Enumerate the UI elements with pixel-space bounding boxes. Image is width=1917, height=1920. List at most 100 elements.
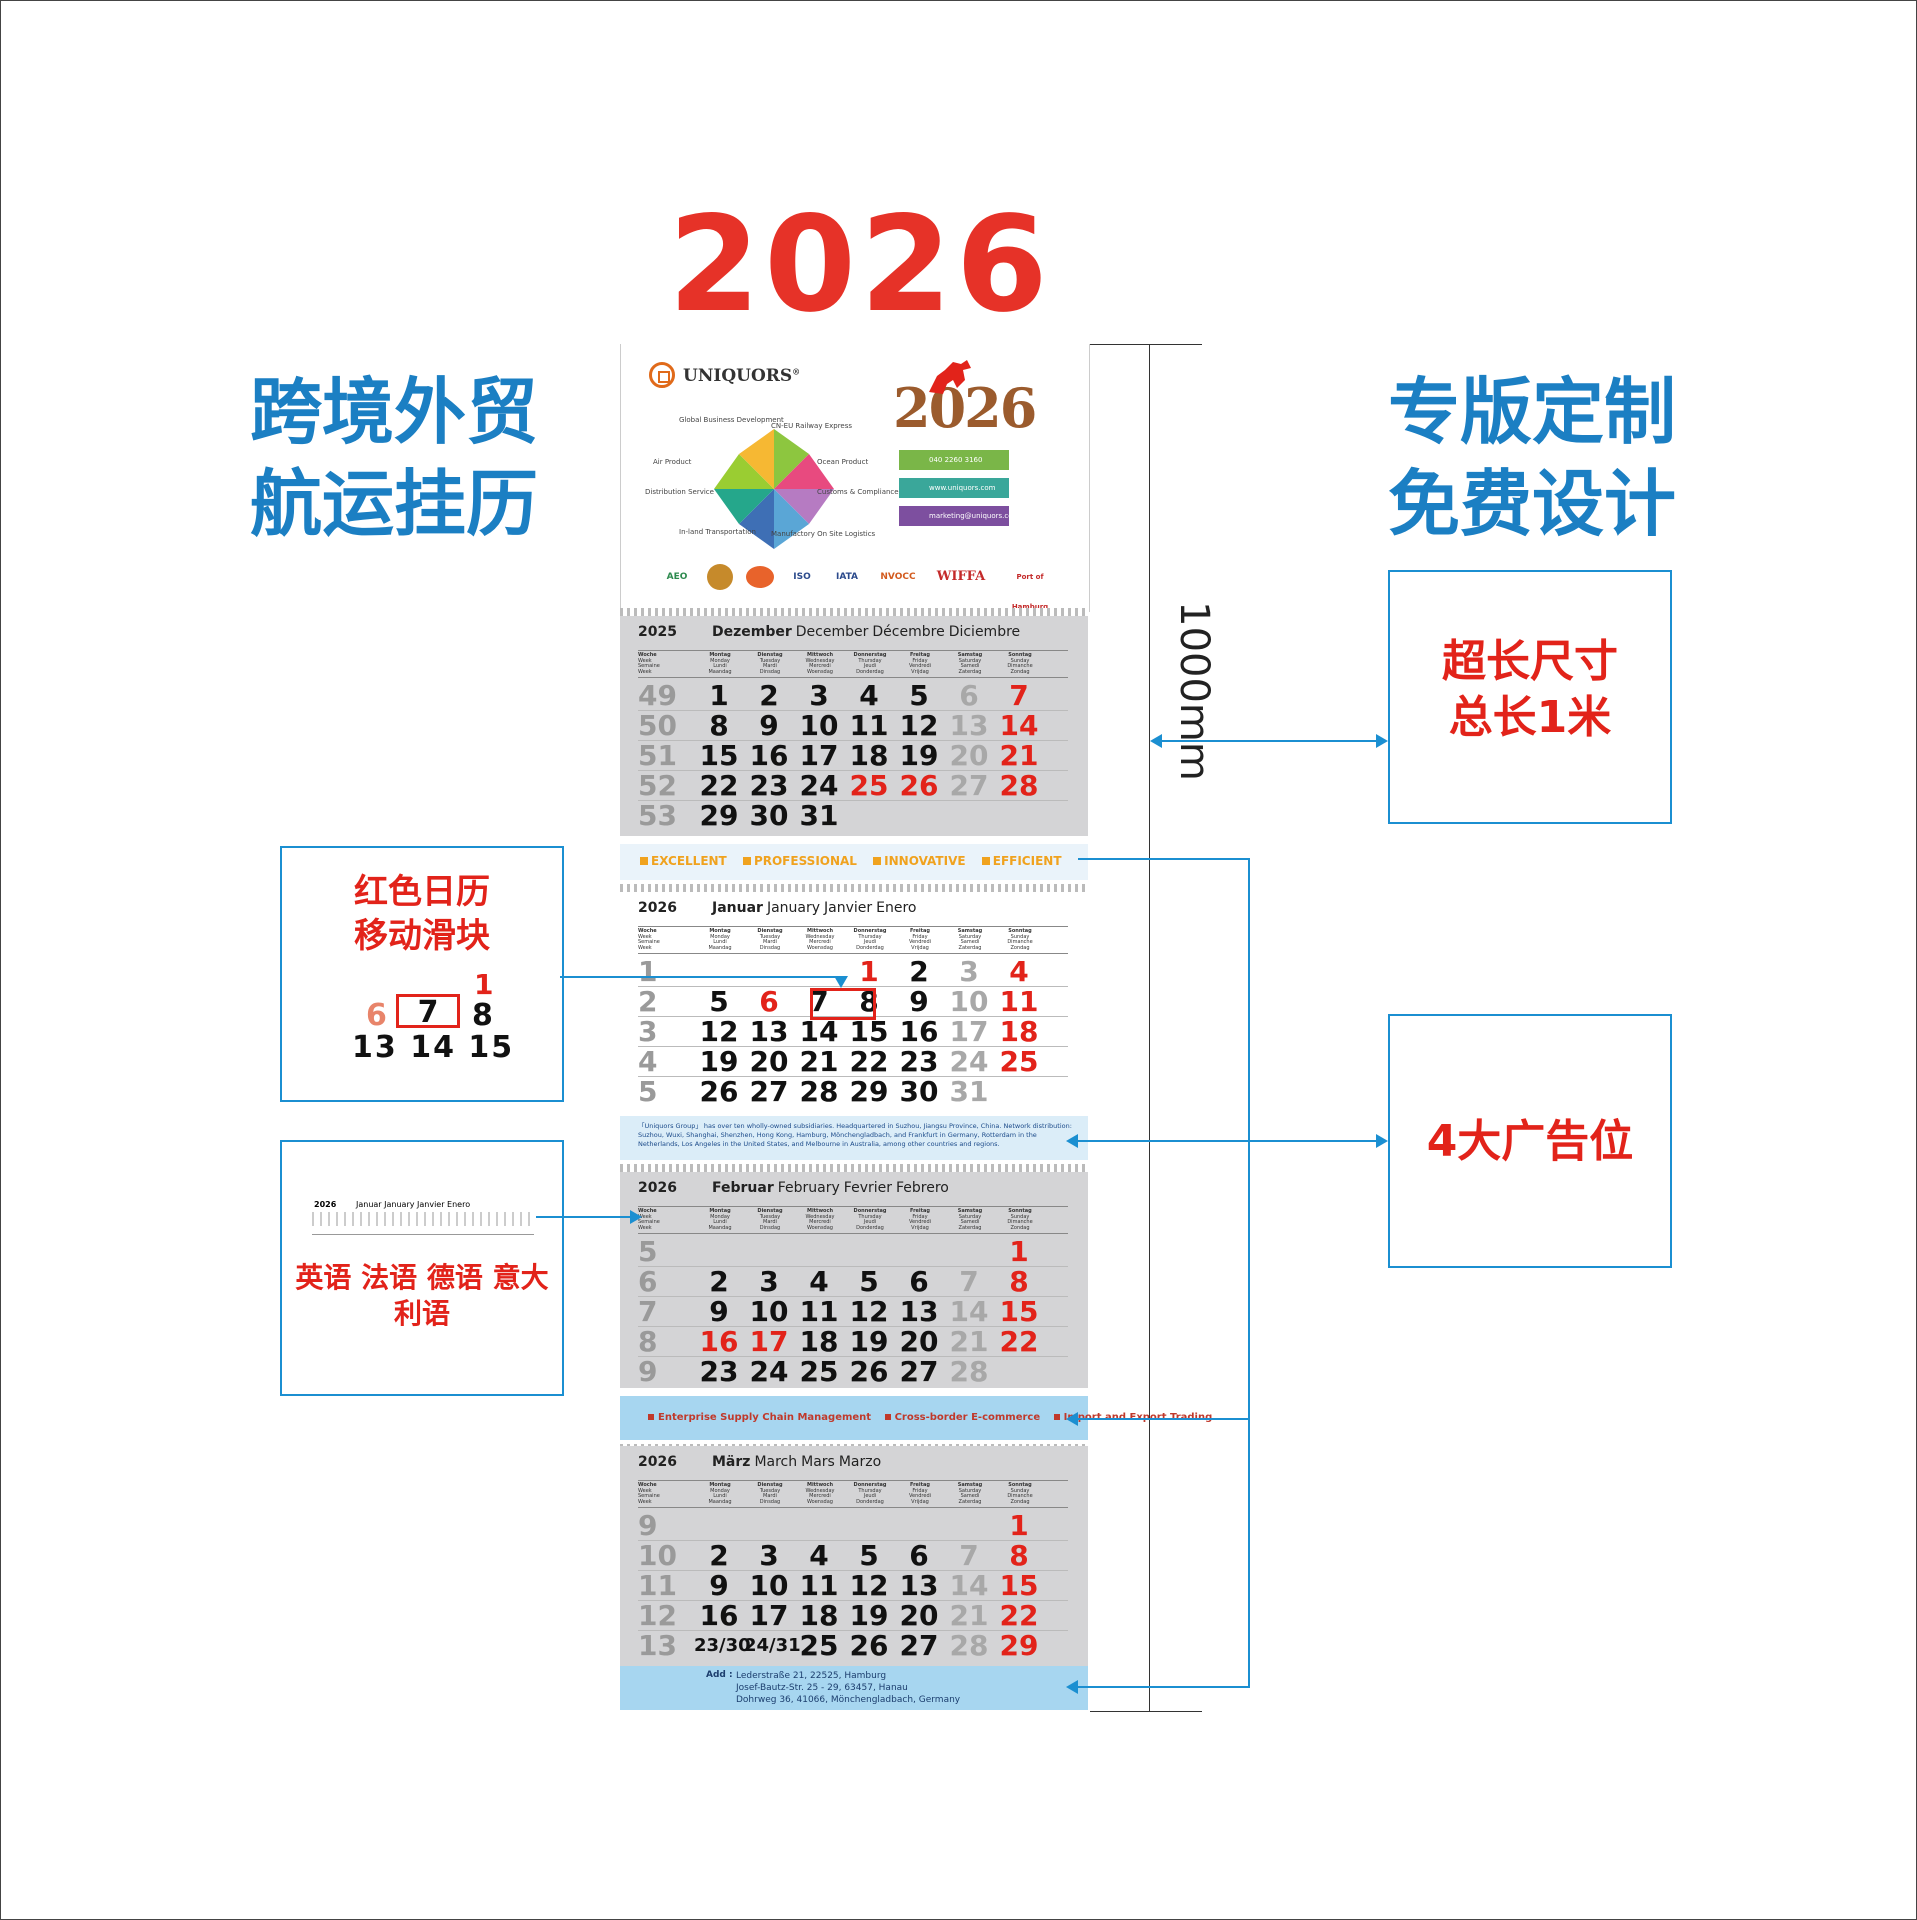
callout-ads-text: 4大广告位 <box>1426 1116 1634 1167</box>
red-slider-marker[interactable] <box>810 988 876 1020</box>
week-number: 12 <box>638 1599 677 1632</box>
day-cell: 2 <box>759 679 779 712</box>
contact-email: marketing@uniquors.com <box>899 506 1019 526</box>
day-cell <box>944 1236 994 1266</box>
day-cell <box>844 1236 894 1266</box>
day-cell: 17 <box>949 1015 989 1048</box>
month-name: Januar <box>712 900 763 916</box>
service-item: Import and Export Trading <box>1064 1412 1213 1423</box>
address-line: Dohrweg 36, 41066, Mönchengladbach, Germ… <box>736 1695 961 1705</box>
day-cell: 23 <box>899 1045 939 1078</box>
day-cell: 7 <box>809 985 829 1018</box>
day-cell: 20 <box>749 1045 789 1078</box>
right-heading: 专版定制 免费设计 <box>1388 366 1676 550</box>
day-cell: 4 <box>859 679 879 712</box>
arrow-down-icon <box>834 976 848 988</box>
day-cell: 21 <box>999 739 1039 772</box>
day-cell: 21 <box>949 1325 989 1358</box>
month-year: 2026 <box>638 1454 677 1470</box>
day-cell: 12 <box>849 1569 889 1602</box>
day-cell: 1 <box>709 679 729 712</box>
callout-languages-text: 英语 法语 德语 意大利语 <box>295 1261 549 1330</box>
ad-strip-address: Add : Lederstraße 21, 22525, Hamburg Jos… <box>620 1666 1088 1710</box>
day-cell <box>744 1510 794 1540</box>
arrow-length <box>1160 740 1378 742</box>
day-cell <box>844 1510 894 1540</box>
arrow-right-icon <box>630 1210 642 1224</box>
day-cell: 24 <box>749 1355 789 1388</box>
day-cell: 14 <box>799 1015 839 1048</box>
day-cell: 4 <box>809 1539 829 1572</box>
chamber-seal-icon <box>743 562 777 592</box>
day-cell: 8 <box>709 709 729 742</box>
day-cell: 9 <box>909 985 929 1018</box>
certification-logos: AEO ISO IATA NVOCC WIFFA Port of Hamburg <box>657 562 1067 611</box>
ad-pointer-1 <box>1078 858 1250 860</box>
left-heading-line: 航运挂历 <box>250 462 539 546</box>
wheel-label: Air Product <box>653 458 692 466</box>
value-item: EXCELLENT <box>651 854 727 868</box>
week-number: 49 <box>638 679 677 712</box>
day-cell <box>844 800 894 830</box>
spiral-binding <box>620 884 1088 892</box>
day-cell: 22 <box>699 769 739 802</box>
month-year: 2026 <box>638 1180 677 1196</box>
day-cell: 12 <box>699 1015 739 1048</box>
day-cell: 14 <box>999 709 1039 742</box>
day-cell: 15 <box>999 1569 1039 1602</box>
day-cell: 30 <box>899 1075 939 1108</box>
arrow-left-icon <box>1066 1134 1078 1148</box>
service-item: Cross-border E-commerce <box>894 1412 1041 1423</box>
day-cell: 9 <box>709 1295 729 1328</box>
wall-calendar: UNIQUORS® 2026 Global Business Developme… <box>620 344 1212 1712</box>
day-cell: 15 <box>699 739 739 772</box>
week-number: 11 <box>638 1569 677 1602</box>
day-cell: 15 <box>849 1015 889 1048</box>
size-line-top <box>1090 344 1202 345</box>
day-cell: 3 <box>759 1265 779 1298</box>
wheel-label: Ocean Product <box>817 458 869 466</box>
week-number: 1 <box>638 955 658 988</box>
day-cell <box>944 800 994 830</box>
value-item: EFFICIENT <box>992 854 1062 868</box>
day-cell: 27 <box>949 769 989 802</box>
day-cell: 9 <box>759 709 779 742</box>
ad-pointer-4 <box>1078 1686 1250 1688</box>
day-cell: 22 <box>999 1325 1039 1358</box>
day-cell: 3 <box>759 1539 779 1572</box>
left-heading-line: 跨境外贸 <box>250 370 539 454</box>
ad-strip-company: 「Uniquors Group」 has over ten wholly-own… <box>620 1116 1088 1160</box>
week-number: 5 <box>638 1235 658 1268</box>
day-cell: 2 <box>909 955 929 988</box>
day-cell <box>994 800 1044 830</box>
ad-pointer-3 <box>1078 1418 1250 1420</box>
day-cell: 27 <box>899 1355 939 1388</box>
day-cell <box>894 1236 944 1266</box>
ad-strip-values: EXCELLENT PROFESSIONAL INNOVATIVE EFFICI… <box>620 844 1088 880</box>
day-cell: 27 <box>749 1075 789 1108</box>
address-line: Lederstraße 21, 22525, Hamburg <box>736 1671 887 1681</box>
month-name: Enero <box>876 900 917 916</box>
day-cell: 21 <box>949 1599 989 1632</box>
port-of-hamburg-logo: Port of Hamburg <box>1011 573 1049 611</box>
day-cell <box>694 956 744 986</box>
